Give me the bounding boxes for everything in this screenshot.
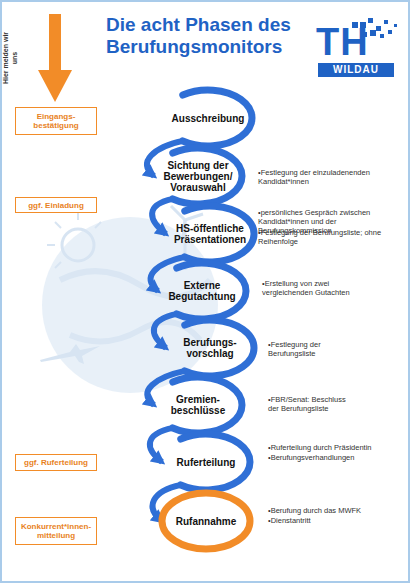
phase-label: Ausschreibung (172, 113, 245, 124)
bullet-note: •Erstellung von zwei vergleichenden Guta… (262, 279, 382, 297)
phase-ring: Sichtung der Bewerbungen/ Vorauswahl (150, 144, 246, 208)
phase-ring: Externe Begutachtung (154, 259, 250, 323)
bullet-note: •Festlegung der einzuladenenden Kandidat… (258, 168, 388, 186)
phase-label: HS-öffentliche Präsentationen (165, 223, 255, 245)
side-box: Eingangs- bestätigung (15, 107, 97, 135)
final-ring: Rufannahme (158, 489, 254, 553)
orange-arrow (38, 14, 72, 102)
phase-label: Externe Begutachtung (157, 280, 247, 302)
box-label: ggf. Ruferteilung (24, 458, 88, 467)
flow-arrow (151, 257, 185, 291)
flow-arrow (154, 314, 177, 348)
phase-ring: Ausschreibung (160, 86, 256, 150)
box-label: Konkurrent*innen- mitteilung (16, 522, 96, 540)
bullet-note: •Ruferteilung durch Präsidentin (268, 443, 398, 452)
logo-text: WILDAU (318, 64, 394, 76)
bullet-note: •Berufung durch das MWFK (268, 506, 398, 515)
phase-label: Gremien- beschlüsse (153, 394, 243, 416)
side-note: Hier melden wir uns (1, 26, 19, 90)
side-box: ggf. Ruferteilung (15, 454, 97, 471)
phase-label: Ruferteilung (177, 457, 236, 468)
bullet-note: •FBR/Senat: Beschluss der Berufungsliste (268, 395, 358, 413)
bullet-note: •Festlegung der Berufungsliste (268, 340, 348, 358)
phase-label: Sichtung der Bewerbungen/ Vorauswahl (153, 160, 243, 193)
phase-label: Rufannahme (176, 516, 237, 527)
logo-text: TH (316, 22, 376, 62)
side-box: ggf. Einladung (15, 197, 97, 213)
box-label: Eingangs- bestätigung (16, 112, 96, 130)
bullet-note: •Dienstantritt (268, 516, 398, 525)
phase-ring: Ruferteilung (158, 430, 254, 494)
flow-arrow (150, 428, 173, 462)
side-box: Konkurrent*innen- mitteilung (15, 517, 97, 545)
box-label: ggf. Einladung (28, 201, 84, 210)
bullet-note: •Berufungsverhandlungen (268, 453, 398, 462)
phase-ring: Gremien- beschlüsse (150, 373, 246, 437)
phase-label: Berufungs- vorschlag (165, 337, 255, 359)
phase-ring: Berufungs- vorschlag (162, 316, 258, 380)
diagram-title: Die acht Phasen des Berufungsmonitors (106, 14, 321, 58)
phase-ring: HS-öffentliche Präsentationen (162, 202, 258, 266)
bullet-note: •Festlegung der Berufungsliste; ohne Rei… (258, 228, 388, 246)
ring-stroke (162, 493, 250, 549)
flow-arrow (152, 199, 173, 234)
